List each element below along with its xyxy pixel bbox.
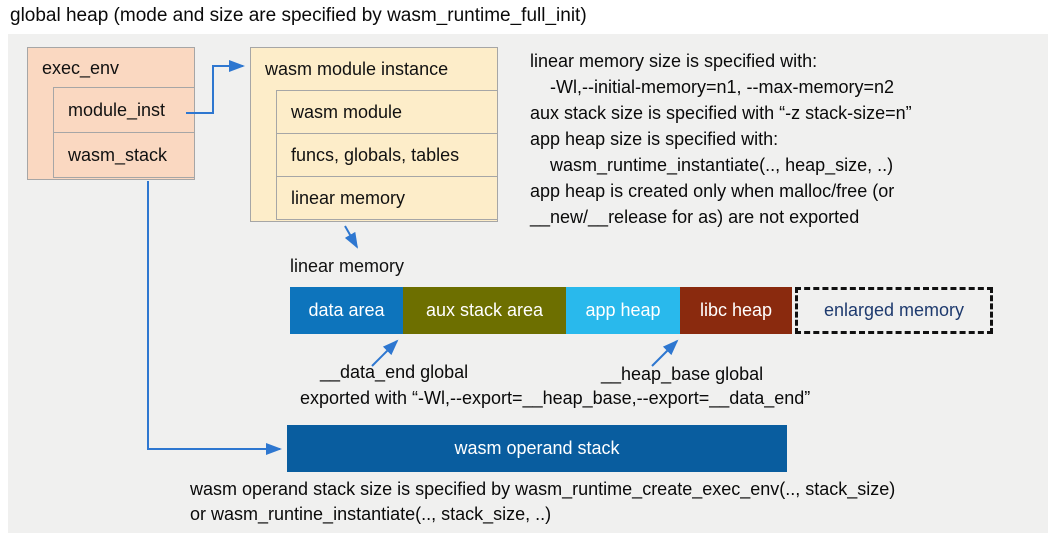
note-line: wasm_runtime_instantiate(.., heap_size, … (550, 155, 894, 175)
note-line: __new/__release for as) are not exported (530, 207, 860, 227)
data-end-global-label: __data_end global (320, 362, 469, 382)
exec-env-header: exec_env (42, 57, 120, 78)
segment-aux-stack-area: aux stack area (403, 287, 566, 334)
note-line: wasm operand stack size is specified by … (190, 479, 896, 499)
note-line: aux stack size is specified with “-z sta… (530, 103, 912, 123)
exec-env-field-module-inst: module_inst (53, 87, 194, 133)
note-line: or wasm_runtine_instantiate(.., stack_si… (190, 504, 552, 524)
note-line: app heap size is specified with: (530, 129, 779, 149)
export-flags-label: exported with “-Wl,--export=__heap_base,… (300, 388, 811, 408)
segment-libc-heap: libc heap (680, 287, 792, 334)
operand-stack-note: wasm operand stack size is specified by … (190, 477, 895, 527)
segment-app-heap: app heap (566, 287, 680, 334)
note-line: linear memory size is specified with: (530, 51, 818, 71)
exec-env-box: exec_env module_inst wasm_stack (27, 47, 195, 180)
heap-base-global-label: __heap_base global (601, 364, 764, 384)
module-instance-header: wasm module instance (265, 59, 449, 79)
note-line: -Wl,--initial-memory=n1, --max-memory=n2 (550, 77, 895, 97)
size-notes: linear memory size is specified with: -W… (530, 48, 912, 230)
module-instance-field-wasm-module: wasm module (276, 90, 497, 134)
linear-memory-label: linear memory (290, 256, 405, 276)
module-instance-field-funcs-globals-tables: funcs, globals, tables (276, 133, 497, 177)
segment-data-area: data area (290, 287, 403, 334)
module-instance-field-linear-memory: linear memory (276, 176, 497, 220)
wasm-operand-stack-bar: wasm operand stack (287, 425, 787, 472)
exec-env-field-wasm-stack: wasm_stack (53, 132, 194, 178)
note-line: app heap is created only when malloc/fre… (530, 181, 895, 201)
diagram-title: global heap (mode and size are specified… (10, 5, 587, 26)
segment-enlarged-memory: enlarged memory (795, 287, 993, 334)
wasm-module-instance-box: wasm module instance wasm module funcs, … (250, 47, 498, 222)
